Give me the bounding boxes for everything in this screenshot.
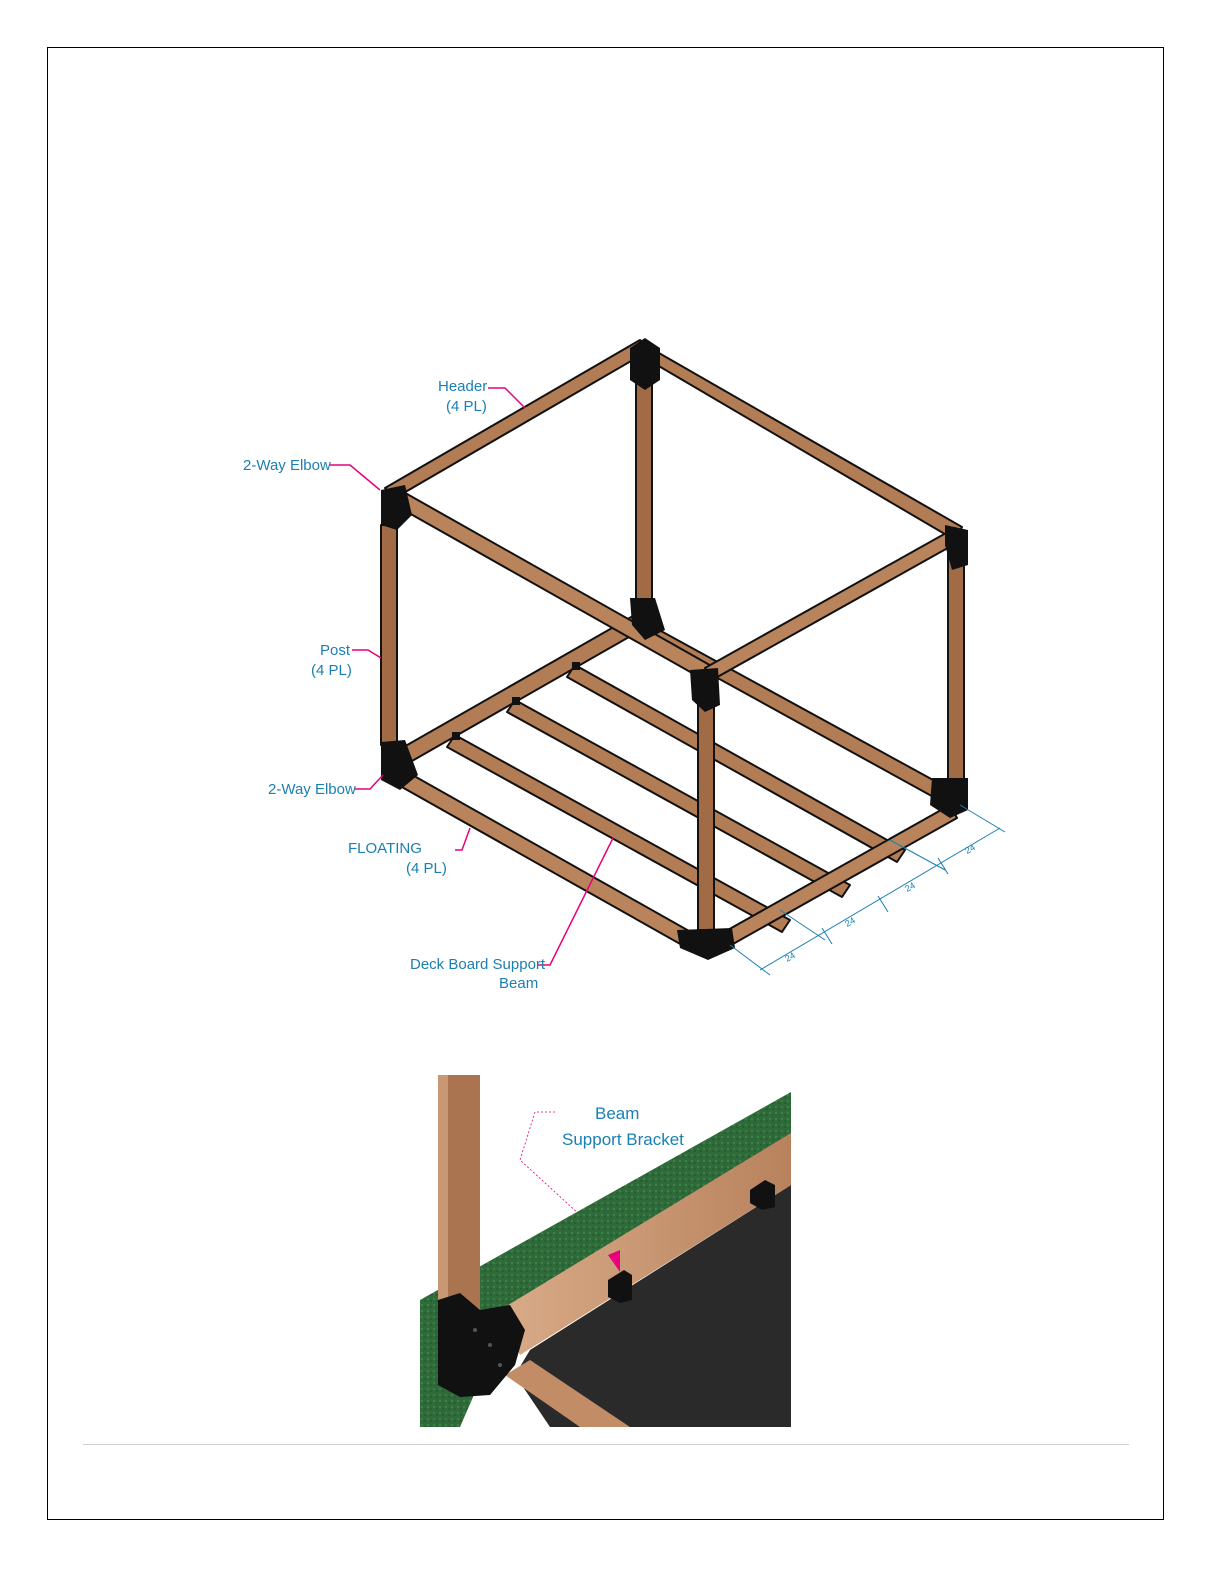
- floating-qty-label: (4 PL): [406, 860, 447, 877]
- header-beam: [393, 490, 715, 682]
- beam-support-bracket: [512, 697, 520, 705]
- wood-frame: [381, 340, 964, 954]
- elbow-bottom-leader: [355, 775, 383, 789]
- post: [381, 525, 397, 745]
- floating-leader: [455, 828, 470, 850]
- floating-label: FLOATING: [348, 840, 422, 857]
- post-qty-label: (4 PL): [311, 662, 352, 679]
- post-label: Post: [320, 642, 351, 659]
- post-leader: [352, 650, 381, 658]
- elbow-bracket: [677, 928, 735, 960]
- beam-support-bracket-detail-image: Beam Support Bracket: [420, 1075, 791, 1427]
- elbow-bracket: [690, 668, 720, 712]
- header-beam: [705, 528, 962, 680]
- deck-board-label: Deck Board Support: [410, 956, 546, 973]
- deck-board-label-2: Beam: [499, 975, 538, 992]
- pergola-frame-diagram: 24 24 24 24 Header (4 PL) 2-Way Elbow Po…: [0, 0, 1225, 1060]
- beam-support-bracket: [452, 732, 460, 740]
- elbow-top-label: 2-Way Elbow: [243, 457, 331, 474]
- post: [698, 700, 714, 930]
- header-leader: [488, 388, 525, 408]
- dimension-label: 24: [783, 950, 797, 964]
- elbow-top-leader: [330, 465, 380, 490]
- beam-support-bracket: [572, 662, 580, 670]
- detail-label-beam: Beam: [595, 1104, 639, 1123]
- post: [636, 365, 652, 615]
- dimension-label: 24: [963, 842, 977, 856]
- dimension-label: 24: [903, 880, 917, 894]
- elbow-bracket: [630, 338, 660, 390]
- header-label: Header: [438, 378, 487, 395]
- detail-label-bracket: Support Bracket: [562, 1130, 684, 1149]
- post: [948, 545, 964, 785]
- footer-divider: [83, 1444, 1129, 1445]
- header-beam: [385, 340, 650, 498]
- floating-beam: [645, 625, 955, 805]
- header-beam: [640, 345, 962, 540]
- elbow-bottom-label: 2-Way Elbow: [268, 781, 356, 798]
- header-qty-label: (4 PL): [446, 398, 487, 415]
- dimension-label: 24: [843, 915, 857, 929]
